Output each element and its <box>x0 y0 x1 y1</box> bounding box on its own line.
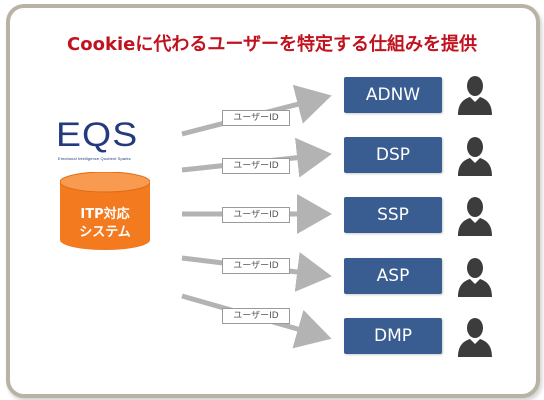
logo-text: EQS <box>56 116 139 154</box>
target-asp: ASP <box>344 258 442 294</box>
logo-subtitle: Emotional Intelligence Quotient Sparks <box>58 156 131 161</box>
user-silhouette-icon <box>458 318 492 357</box>
user-silhouette-icon <box>458 137 492 176</box>
user-id-tag: ユーザーID <box>222 308 290 324</box>
itp-system-label-line2: システム <box>79 225 131 240</box>
user-silhouette-icon <box>458 197 492 236</box>
target-adnw: ADNW <box>344 77 442 113</box>
user-id-tag: ユーザーID <box>222 258 290 274</box>
user-id-tag: ユーザーID <box>222 158 290 174</box>
user-id-tag: ユーザーID <box>222 207 290 223</box>
database-cylinder-icon <box>59 171 151 250</box>
user-id-tag: ユーザーID <box>222 110 290 126</box>
itp-system-label-line1: ITP対応 <box>80 207 130 222</box>
itp-system-label: ITP対応 システム <box>60 206 150 242</box>
target-dmp: DMP <box>344 318 442 354</box>
eqs-logo: EQS Emotional Intelligence Quotient Spar… <box>56 118 152 166</box>
diagram-title: Cookieに代わるユーザーを特定する仕組みを提供 <box>67 34 477 55</box>
user-silhouette-icon <box>458 258 492 297</box>
itp-system-cylinder: ITP対応 システム <box>59 171 151 252</box>
target-ssp: SSP <box>344 197 442 233</box>
user-silhouette-icon <box>458 76 492 115</box>
target-dsp: DSP <box>344 137 442 173</box>
